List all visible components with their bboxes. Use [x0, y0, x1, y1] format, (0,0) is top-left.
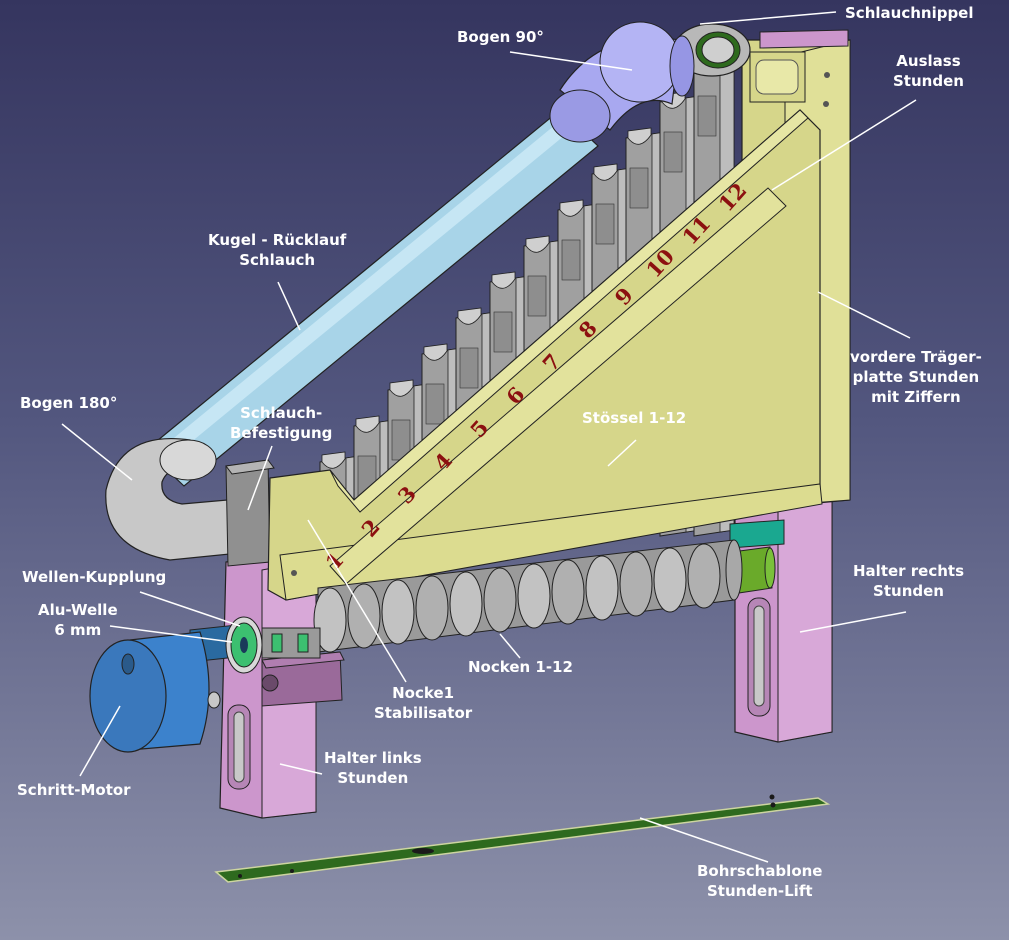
label-stepper-motor: Schritt-Motor: [17, 781, 131, 799]
label-tappets: Stössel 1-12: [582, 409, 687, 427]
label-cams: Nocken 1-12: [468, 658, 573, 676]
stepper-motor: [89, 631, 221, 753]
shaft-coupling: [189, 616, 321, 674]
label-return-hose: Kugel - Rücklauf Schlauch: [208, 231, 347, 269]
cam-3: [381, 579, 415, 645]
leader-lines: [61, 11, 917, 863]
cam-12: [687, 543, 721, 609]
cam-4: [415, 575, 449, 641]
cam-1: [313, 587, 347, 653]
label-holder-left: Halter links Stunden: [324, 749, 422, 787]
label-front-plate: vordere Träger- platte Stunden mit Ziffe…: [850, 348, 982, 406]
cam-9: [585, 555, 619, 621]
hose-bracket: [225, 459, 275, 567]
bend-90: [549, 21, 695, 143]
label-alu-shaft: Alu-Welle 6 mm: [38, 601, 118, 639]
label-cam-stabilizer: Nocke1 Stabilisator: [374, 684, 473, 722]
label-hose-nipple: Schlauchnippel: [845, 4, 974, 22]
label-holder-right: Halter rechts Stunden: [853, 562, 965, 600]
label-bend-180: Bogen 180°: [20, 394, 118, 412]
cam-6: [483, 567, 517, 633]
holder-right-top: [759, 29, 849, 49]
shaft-end-right: [731, 546, 776, 595]
label-hose-bracket: Schlauch- Befestigung: [230, 404, 333, 442]
label-drilling-template: Bohrschablone Stunden-Lift: [697, 862, 823, 900]
cam-5: [449, 571, 483, 637]
cam-11: [653, 547, 687, 613]
cam-8: [551, 559, 585, 625]
cam-10: [619, 551, 653, 617]
label-shaft-coupling: Wellen-Kupplung: [22, 568, 167, 586]
drilling-template: [214, 794, 831, 883]
holder-left: [219, 551, 345, 819]
cam-7: [517, 563, 551, 629]
cam-roller: [313, 539, 743, 653]
label-outlet-hours: Auslass Stunden: [893, 52, 964, 90]
front-plate-diagonal: [267, 109, 823, 601]
label-bend-90: Bogen 90°: [457, 28, 544, 46]
